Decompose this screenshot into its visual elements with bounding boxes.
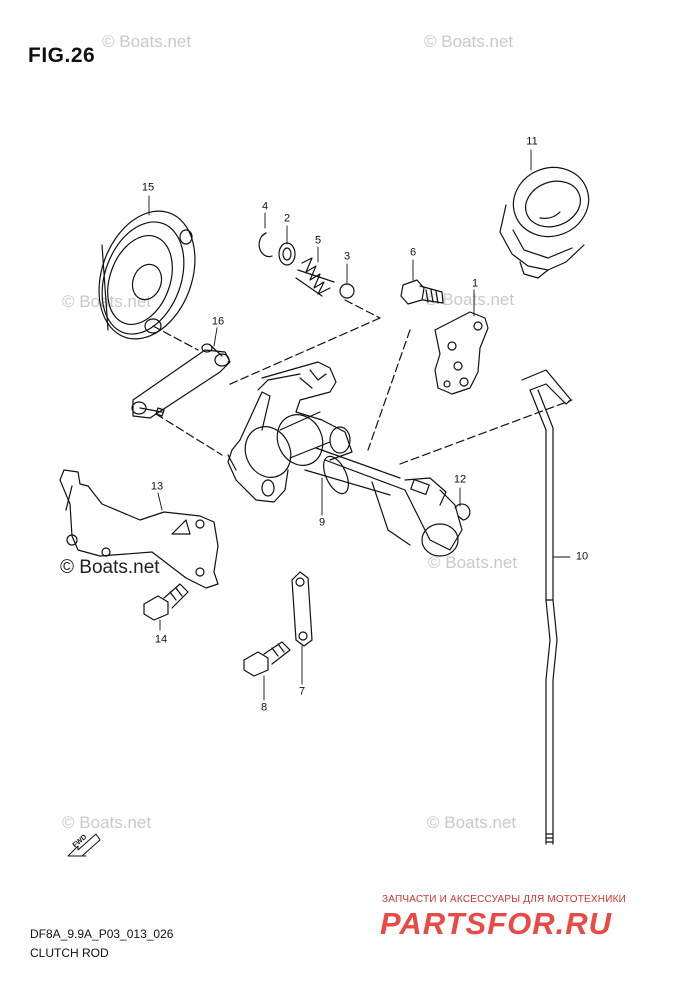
part-2-washer — [278, 242, 296, 266]
callout-6: 6 — [409, 246, 417, 259]
part-6-bolt — [400, 279, 444, 305]
part-14-bolt — [143, 583, 189, 621]
part-11-grommet — [499, 166, 590, 279]
callout-3: 3 — [343, 250, 351, 263]
watermark: © Boats.net — [424, 32, 514, 51]
callout-2: 2 — [283, 212, 291, 225]
leader-lines — [148, 149, 571, 701]
part-7-link — [291, 571, 313, 647]
part-4-circlip — [258, 232, 273, 258]
callout-8: 8 — [260, 701, 268, 714]
callout-4: 4 — [261, 200, 269, 213]
part-10-rod — [521, 369, 572, 845]
watermark: © Boats.net — [427, 813, 517, 832]
watermark-main: © Boats.net — [60, 557, 160, 578]
watermark: © Boats.net — [62, 813, 152, 832]
callout-14: 14 — [154, 633, 168, 646]
figure-subtitle: CLUTCH ROD — [30, 946, 109, 960]
part-12-clip — [454, 503, 471, 521]
part-13-plate — [59, 469, 219, 589]
shop-logo: PARTSFOR.RU — [380, 906, 613, 941]
part-15-pulley — [98, 210, 196, 340]
part-16-lever — [131, 343, 231, 419]
shop-tagline: ЗАПЧАСТИ И АКСЕССУАРЫ ДЛЯ МОТОТЕХНИКИ — [382, 894, 627, 905]
callout-15: 15 — [141, 181, 155, 194]
part-1-bracket — [434, 311, 489, 395]
part-3-ball — [339, 283, 355, 299]
figure-code: DF8A_9.9A_P03_013_026 — [30, 927, 174, 941]
callout-13: 13 — [150, 480, 164, 493]
part-5-spring — [295, 257, 335, 297]
callout-16: 16 — [211, 315, 225, 328]
callout-10: 10 — [575, 550, 589, 563]
callout-7: 7 — [298, 685, 306, 698]
watermark: © Boats.net — [102, 32, 192, 51]
fwd-arrow-icon — [67, 833, 101, 857]
part-8-bolt — [243, 641, 291, 677]
part-9-shaft — [227, 361, 463, 557]
watermark: © Boats.net — [425, 290, 515, 309]
callout-12: 12 — [453, 473, 467, 486]
watermark: © Boats.net — [428, 553, 518, 572]
callout-9: 9 — [318, 516, 326, 529]
callout-5: 5 — [314, 234, 322, 247]
callout-1: 1 — [471, 277, 479, 290]
callout-11: 11 — [526, 135, 538, 148]
figure-title: FIG.26 — [28, 44, 96, 67]
